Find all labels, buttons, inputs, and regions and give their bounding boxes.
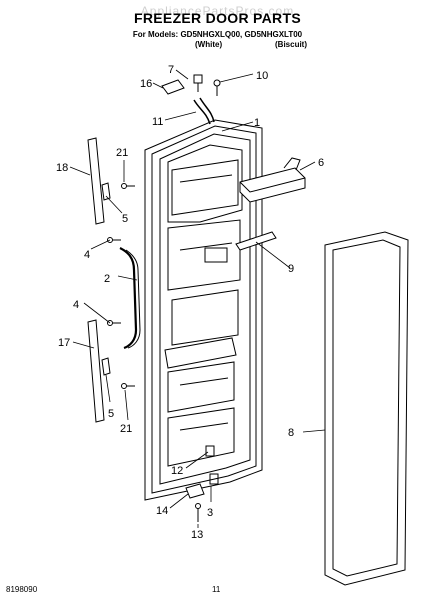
bottom-hardware: [185, 445, 219, 522]
part-2-handle: [119, 247, 138, 350]
models-line: For Models: GD5NHGXLQ00, GD5NHGXLT00: [132, 30, 303, 39]
variant-biscuit: (Biscuit): [275, 40, 307, 49]
callout-14: 14: [156, 505, 168, 517]
page-number: 11: [212, 585, 221, 594]
callout-18: 18: [56, 162, 68, 174]
part-5-clip-lower: [101, 357, 111, 376]
door-panel: [144, 119, 263, 501]
part-2-handle-edge: [125, 249, 141, 349]
callout-21-upper: 21: [116, 147, 128, 159]
watermark: AppliancePartsPros.com: [140, 4, 295, 18]
part-18-trim: [87, 137, 105, 225]
part-9-bar: [235, 231, 277, 251]
variant-white: (White): [195, 40, 223, 49]
callout-9: 9: [288, 263, 294, 275]
callout-8: 8: [288, 427, 294, 439]
callout-16: 16: [140, 78, 152, 90]
top-hardware: [161, 74, 221, 125]
doc-number: 8198090: [6, 585, 38, 594]
part-8-gasket: [324, 231, 409, 586]
callout-4-upper: 4: [84, 249, 90, 261]
part-5-clip-upper: [101, 182, 111, 201]
callout-2: 2: [104, 273, 110, 285]
callout-5-upper: 5: [122, 213, 128, 225]
callout-6: 6: [318, 157, 324, 169]
screws: [107, 183, 135, 389]
callout-11: 11: [152, 116, 163, 128]
part-17-trim: [87, 319, 105, 423]
diagram-title: FREEZER DOOR PARTS: [134, 10, 301, 26]
callout-10: 10: [256, 70, 268, 82]
part-6-bin: [239, 157, 306, 203]
callout-3: 3: [207, 507, 213, 519]
callout-7: 7: [168, 64, 174, 76]
dispenser-cavity: [204, 247, 228, 263]
callout-4-lower: 4: [73, 299, 79, 311]
callout-5-lower: 5: [108, 408, 114, 420]
callout-21-lower: 21: [120, 423, 132, 435]
callout-12: 12: [171, 465, 183, 477]
callout-13: 13: [191, 529, 203, 541]
callout-17: 17: [58, 337, 70, 349]
leader-lines: [69, 69, 326, 528]
callout-1: 1: [254, 117, 260, 129]
